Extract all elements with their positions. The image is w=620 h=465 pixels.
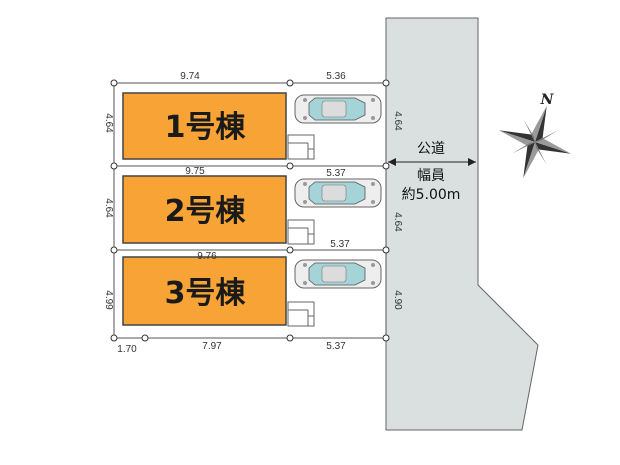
dim-lot3-bottom-offset: 1.70 (117, 344, 137, 355)
building-3: 3号棟 (122, 256, 287, 326)
dim-lot3-parking-width: 5.37 (330, 239, 350, 250)
dim-lot3-bottom-house: 7.97 (202, 341, 222, 352)
compass-rose-icon (498, 105, 572, 179)
building-3-label: 3号棟 (165, 276, 247, 311)
dim-lot2-parking-width: 5.37 (326, 168, 346, 179)
dim-lot1-parking-width: 5.36 (326, 71, 346, 82)
building-1-label: 1号棟 (165, 110, 247, 145)
dim-lot3-right-depth: 4.90 (392, 290, 403, 310)
car-icon (294, 94, 382, 124)
building-2-label: 2号棟 (165, 194, 247, 229)
dim-lot1-right-depth: 4.64 (392, 111, 403, 131)
dim-lot2-house-width: 9.75 (185, 166, 205, 177)
car-icon (294, 178, 382, 208)
dim-lot2-left-depth: 4.64 (103, 198, 114, 218)
dim-lot1-house-width: 9.74 (180, 71, 200, 82)
stairs-icon (287, 134, 315, 160)
road-width-label: 幅員 (417, 168, 445, 184)
dim-lot3-house-width: 9.76 (197, 251, 217, 262)
car-icon (294, 259, 382, 289)
road-width-value: 約5.00m (402, 187, 461, 203)
compass-north-label: N (540, 92, 555, 108)
dim-lot3-left-depth: 4.99 (103, 290, 114, 310)
dim-lot3-bottom-parking: 5.37 (326, 341, 346, 352)
stairs-icon (287, 219, 315, 245)
building-1: 1号棟 (122, 92, 287, 160)
boundary-markers (110, 79, 390, 342)
stairs-icon (287, 301, 315, 327)
dim-lot1-left-depth: 4.64 (103, 113, 114, 133)
dim-lot2-right-depth: 4.64 (392, 212, 403, 232)
lot-boundaries (113, 82, 387, 339)
road-width-arrow (388, 158, 476, 166)
road-label: 公道 (417, 141, 445, 157)
building-2: 2号棟 (122, 175, 287, 244)
public-road (385, 17, 539, 431)
